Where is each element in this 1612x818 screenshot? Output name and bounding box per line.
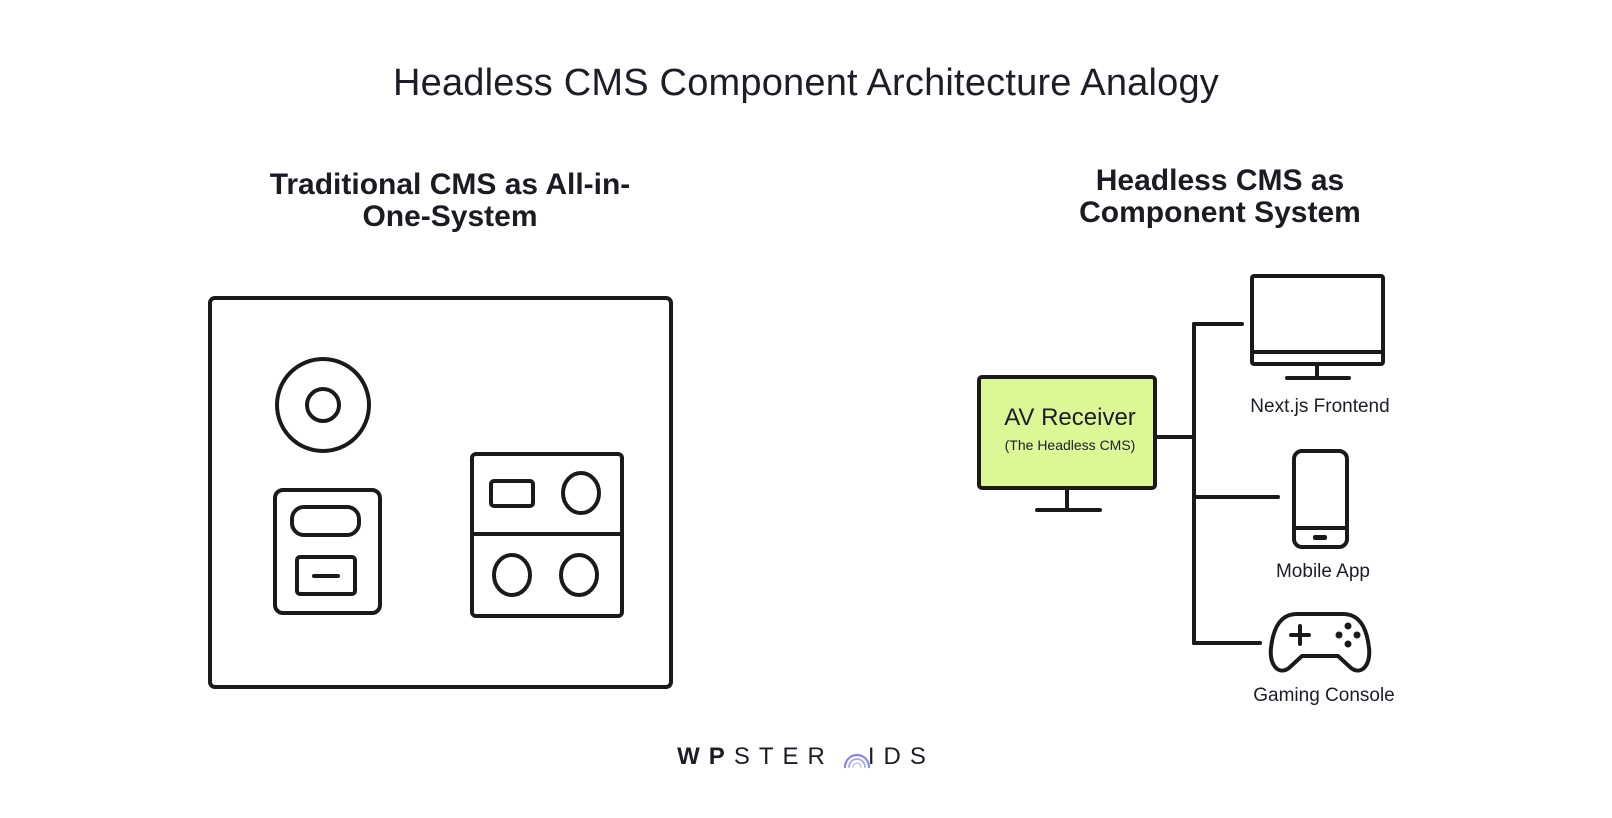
logo-part-wp: WP bbox=[677, 743, 734, 770]
logo-o-icon bbox=[843, 753, 871, 769]
speaker-disc-inner bbox=[305, 387, 341, 423]
traditional-cms-title-line2: One-System bbox=[362, 200, 538, 233]
traditional-cms-title: Traditional CMS as All-in- One-System bbox=[230, 169, 670, 233]
logo-part-ids: IDS bbox=[867, 743, 935, 770]
tape-deck-slot bbox=[290, 505, 361, 537]
control-knob-top-right bbox=[561, 471, 601, 515]
tape-deck-unit bbox=[273, 488, 382, 615]
control-knob-bottom-left bbox=[492, 553, 532, 597]
logo-part-ster: STER bbox=[733, 743, 834, 770]
wpsteroids-logo: WPSTER IDS bbox=[0, 743, 1612, 771]
smartphone-icon bbox=[1292, 449, 1349, 549]
smartphone-home-button bbox=[1313, 535, 1327, 540]
monitor-icon bbox=[1250, 274, 1385, 380]
gamepad-buttons bbox=[1335, 622, 1361, 648]
headless-cms-title-line1: Headless CMS as bbox=[1095, 164, 1345, 197]
control-panel-display bbox=[489, 479, 535, 508]
device-label-mobile: Mobile App bbox=[1275, 561, 1370, 582]
headless-cms-title: Headless CMS as Component System bbox=[1010, 165, 1430, 229]
all-in-one-cabinet bbox=[208, 296, 673, 689]
receiver-title: AV Receiver bbox=[1004, 404, 1136, 431]
receiver-screen bbox=[977, 375, 1157, 490]
receiver-subtitle: (The Headless CMS) bbox=[1004, 437, 1136, 453]
control-knob-bottom-right bbox=[559, 553, 599, 597]
tape-deck-drawer bbox=[295, 555, 357, 596]
main-title: Headless CMS Component Architecture Anal… bbox=[392, 62, 1220, 104]
speaker-disc-outer bbox=[275, 357, 371, 453]
traditional-cms-title-line1: Traditional CMS as All-in- bbox=[269, 168, 631, 201]
gamepad-icon bbox=[1268, 612, 1372, 673]
device-label-nextjs: Next.js Frontend bbox=[1250, 396, 1390, 417]
headless-cms-title-line2: Component System bbox=[1079, 196, 1361, 229]
device-label-gaming: Gaming Console bbox=[1253, 685, 1395, 706]
